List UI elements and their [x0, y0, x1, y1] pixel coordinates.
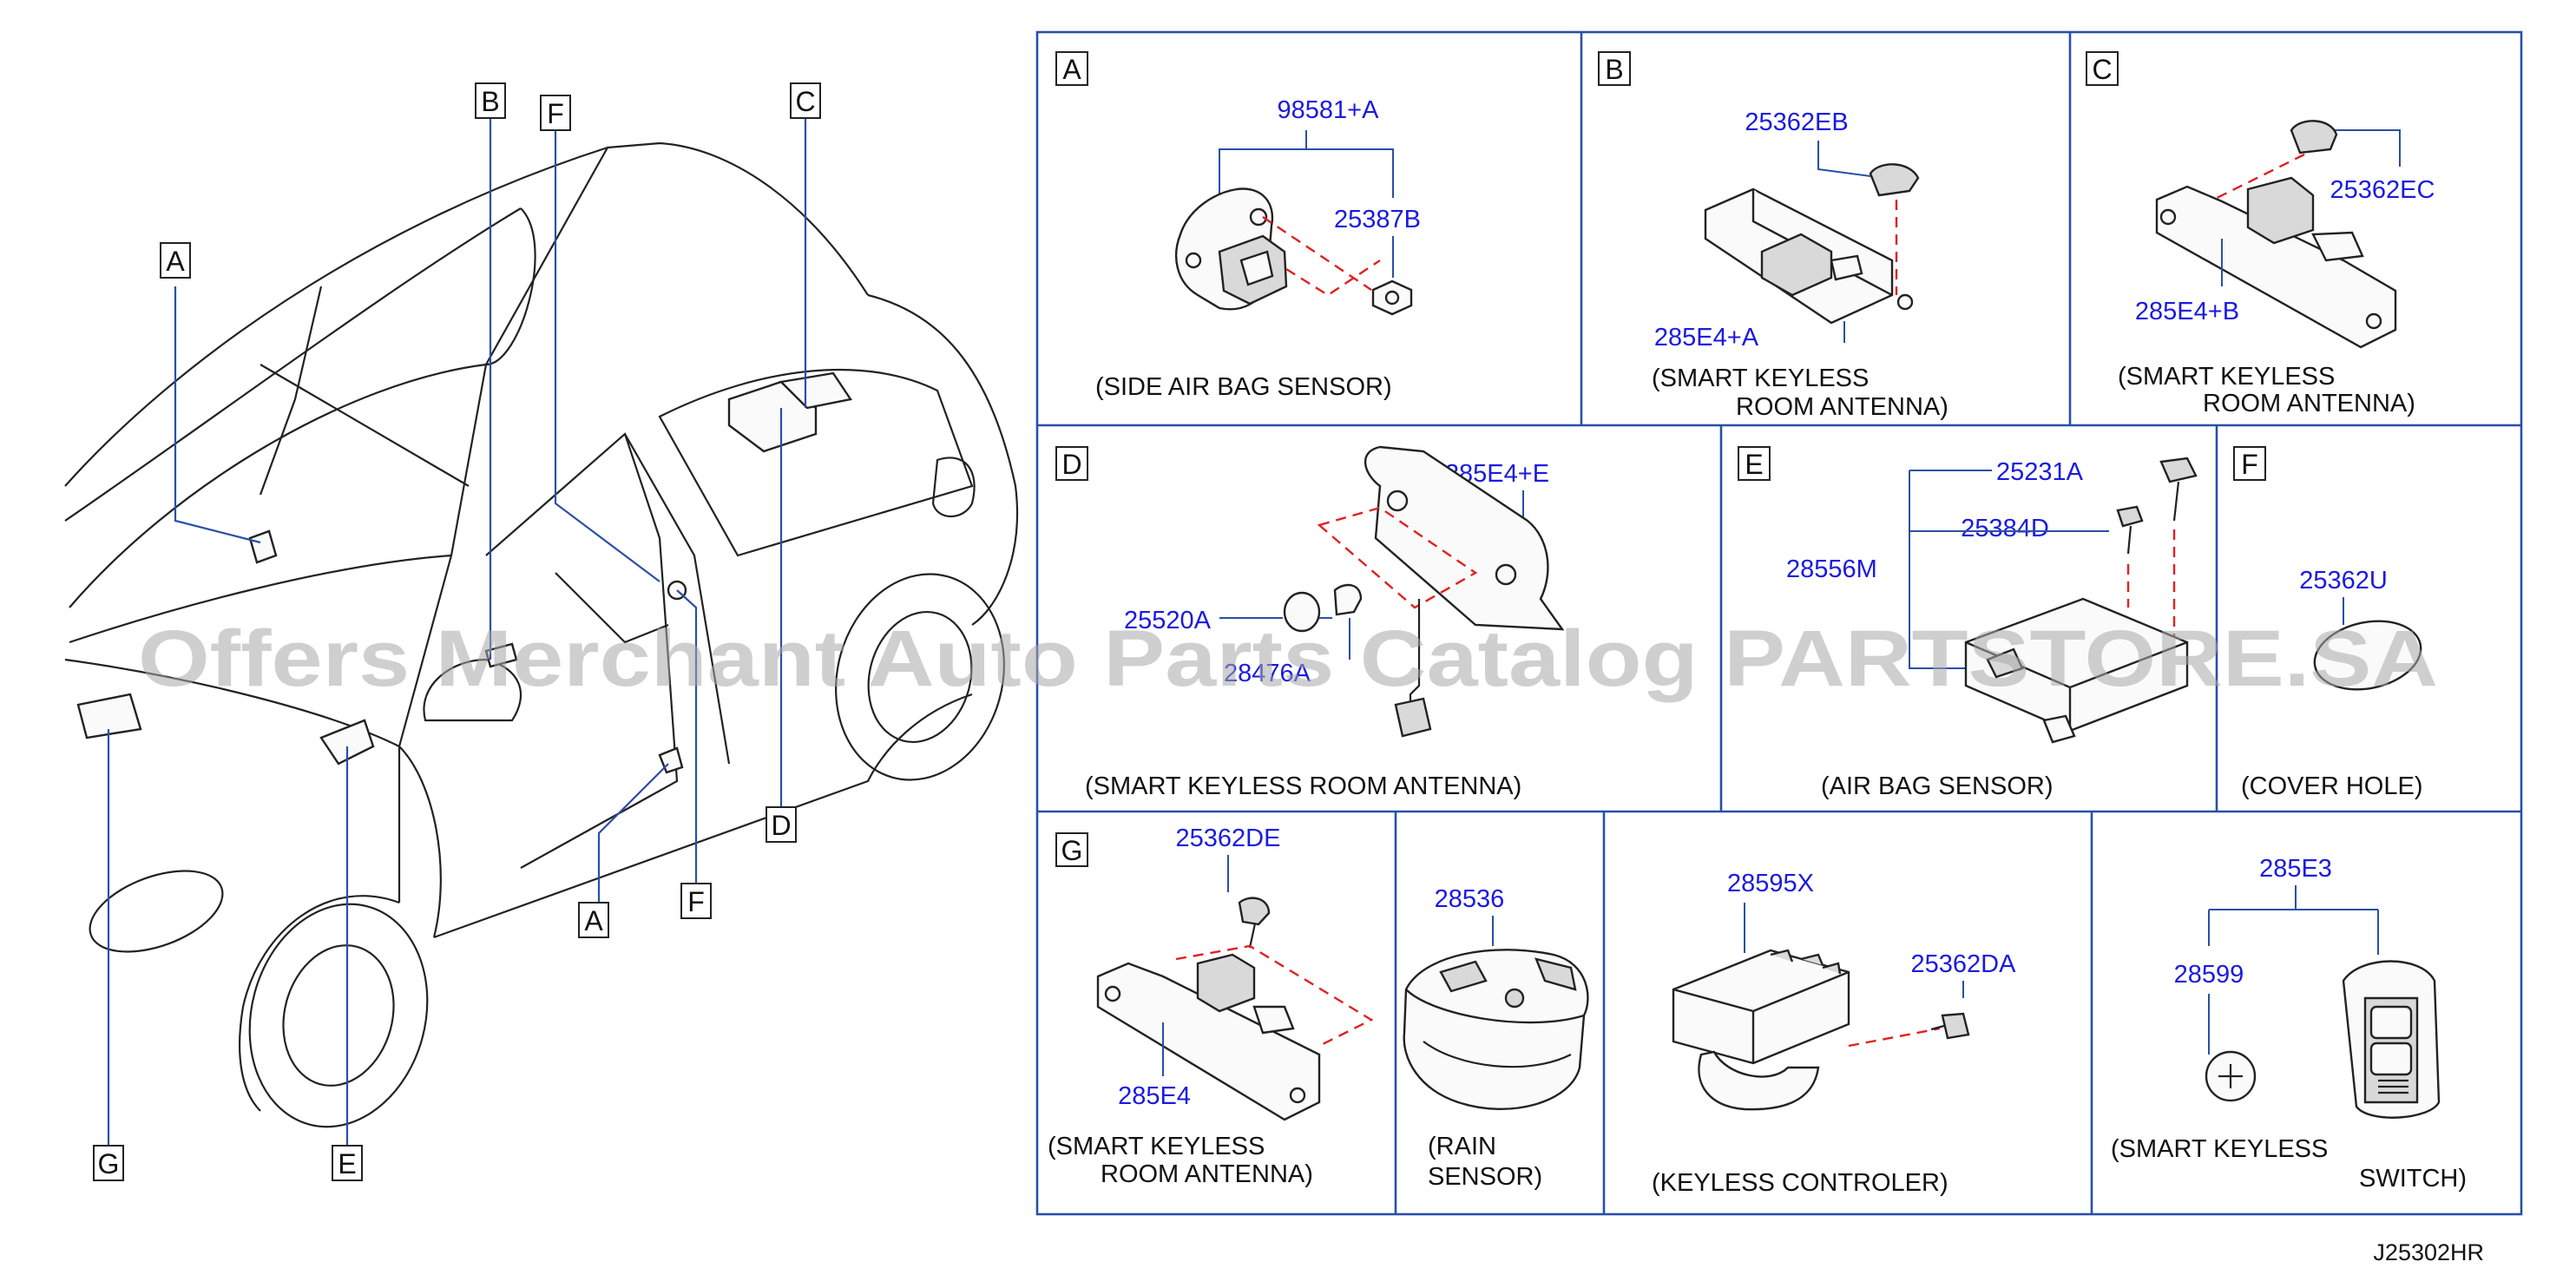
panel-B: B 25362EB 285E4+A (SMART KEYLESS ROOM AN… [1598, 51, 1948, 421]
overview-leaders [107, 118, 807, 1150]
panel-rain-sensor: 28536 (RAIN SENSOR) [1403, 885, 1589, 1191]
part-number: 25362U [2299, 567, 2388, 595]
overview-label-E: E [332, 1145, 363, 1181]
panel-caption: (KEYLESS CONTROLER) [1652, 1169, 1948, 1197]
overview-label-A-top: A [160, 242, 191, 279]
part-number: 285E4+A [1654, 324, 1759, 352]
panel-letter: C [2092, 54, 2112, 85]
panel-keyless-controller: 28595X 25362DA (KEYLESS CONTROLER) [1652, 870, 2016, 1197]
panel-G: G 25362DE 285E4 (SMART KEYLESS ROOM ANTE… [1048, 825, 1374, 1188]
panel-caption: (SMART KEYLESS ROOM ANTENNA) [1085, 772, 1521, 800]
panel-grid [1035, 30, 2523, 1216]
part-number: 285E3 [2259, 855, 2332, 883]
part-number: 25362DE [1176, 825, 1281, 852]
part-number: 25362EB [1745, 108, 1848, 136]
svg-text:A: A [166, 246, 185, 277]
svg-text:C: C [795, 86, 815, 117]
panel-D: D 285E4+E 25520A 28476A (SMART KEYLESS R… [1055, 445, 1565, 800]
panel-letter: A [1062, 54, 1081, 85]
panel-caption: (SMART KEYLESS [1048, 1133, 1265, 1160]
panel-caption: (SMART KEYLESS [2111, 1135, 2328, 1163]
part-number: 25231A [1996, 458, 2084, 486]
panel-caption: ROOM ANTENNA) [2203, 390, 2415, 417]
diagram-code: J25302HR [2373, 1239, 2484, 1265]
overview-label-B: B [475, 82, 506, 119]
panel-letter: G [1061, 835, 1083, 866]
part-number: 25362DA [1911, 950, 2017, 978]
panel-letter: D [1061, 449, 1081, 480]
overview-label-F-bottom: F [680, 883, 712, 919]
svg-text:F: F [687, 886, 705, 917]
panel-caption: (COVER HOLE) [2241, 772, 2422, 800]
panel-letter: F [2241, 449, 2258, 480]
part-number: 28595X [1727, 870, 1814, 897]
part-number: 285E4 [1118, 1082, 1191, 1110]
overview-label-D: D [766, 806, 797, 843]
overview-label-F-top: F [540, 95, 571, 131]
panel-caption: (SMART KEYLESS [1652, 365, 1869, 392]
part-number: 28476A [1224, 660, 1311, 687]
car-overview [64, 141, 1019, 1128]
svg-text:G: G [98, 1148, 120, 1180]
part-number: 28536 [1435, 885, 1505, 913]
svg-text:E: E [338, 1148, 356, 1180]
panel-letter: E [1745, 449, 1763, 480]
part-number: 25520A [1124, 607, 1212, 634]
panel-caption: (SIDE AIR BAG SENSOR) [1095, 373, 1392, 401]
svg-text:D: D [771, 810, 791, 841]
panel-caption: (AIR BAG SENSOR) [1821, 772, 2054, 800]
panel-caption: ROOM ANTENNA) [1736, 393, 1948, 421]
panel-caption: ROOM ANTENNA) [1101, 1160, 1313, 1188]
panel-F: F 25362U (COVER HOLE) [2233, 446, 2422, 800]
panel-A: A 98581+A 25387B (SIDE AIR BAG SENSOR) [1055, 51, 1421, 401]
part-number: 28599 [2174, 961, 2244, 989]
part-number: 25384D [1961, 515, 2049, 542]
panel-caption: (RAIN [1428, 1133, 1496, 1160]
part-number: 25362EC [2330, 176, 2435, 204]
overview-label-A-bottom: A [578, 902, 609, 938]
svg-text:B: B [481, 86, 499, 117]
part-number: 25387B [1334, 206, 1421, 233]
part-number: 285E4+B [2135, 298, 2239, 325]
overview-label-C: C [790, 82, 821, 119]
watermark-text: Offers Merchant Auto Parts Catalog PARTS… [138, 614, 2438, 703]
panel-C: C 25362EC 285E4+B (SMART KEYLESS ROOM AN… [2086, 51, 2435, 417]
svg-text:F: F [547, 98, 564, 129]
panel-caption: (SMART KEYLESS [2118, 363, 2335, 391]
panel-caption: SENSOR) [1428, 1163, 1542, 1191]
panel-caption: SWITCH) [2359, 1165, 2467, 1193]
panel-smart-keyless-switch: 285E3 28599 (SMART KEYLESS SWITCH) [2111, 855, 2467, 1193]
part-number: 28556M [1786, 555, 1877, 583]
panel-E: E 25231A 25384D 28556M (AIR BAG SENSOR) [1738, 446, 2198, 800]
overview-label-G: G [93, 1145, 124, 1181]
svg-text:A: A [584, 905, 603, 936]
panel-letter: B [1605, 54, 1623, 85]
part-number: 98581+A [1278, 96, 1380, 124]
